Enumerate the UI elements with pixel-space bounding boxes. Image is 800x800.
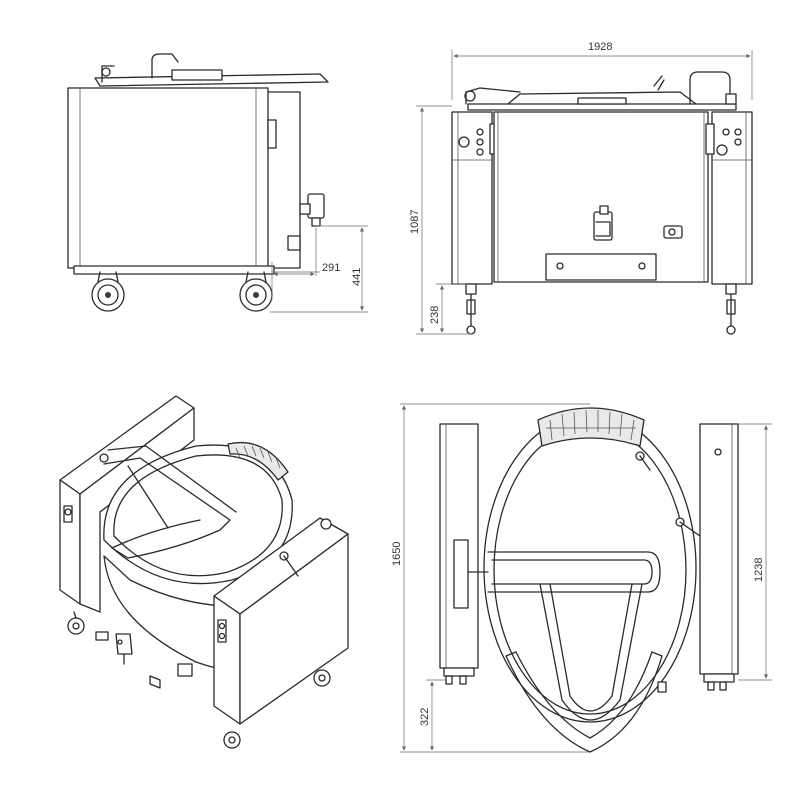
front-small-valve xyxy=(663,225,683,239)
front-lid xyxy=(507,91,697,105)
top-triangle-frame xyxy=(539,583,643,721)
side-view: 291 441 xyxy=(67,53,368,313)
front-handle-bar xyxy=(689,71,731,105)
side-back-panel xyxy=(267,91,301,269)
iso-wheel-front-right xyxy=(313,669,331,687)
iso-lid-vent xyxy=(227,441,289,481)
dim-outlet-height-side: 441 xyxy=(351,268,363,286)
side-bracket xyxy=(287,235,301,251)
top-pouring-lip xyxy=(505,651,663,753)
top-lid-vent xyxy=(537,407,645,447)
front-right-column xyxy=(711,111,753,285)
front-view: 1928 xyxy=(409,41,753,335)
dim-depth-top: 1650 xyxy=(391,542,403,566)
dim-height-top-right: 1238 xyxy=(753,558,765,582)
side-body xyxy=(67,87,269,269)
front-kettle-body xyxy=(493,111,709,283)
side-valve xyxy=(101,65,115,83)
side-handle-bar xyxy=(151,53,179,79)
front-outlet-tap xyxy=(593,205,613,241)
dim-outlet-offset-top: 322 xyxy=(419,708,431,726)
iso-handle-bar xyxy=(103,457,231,559)
iso-wheel-front-left xyxy=(223,731,241,749)
dim-outlet-offset-side: 291 xyxy=(322,262,340,274)
dim-height-front: 1087 xyxy=(409,210,421,234)
isometric-view xyxy=(59,395,349,749)
front-base-plate xyxy=(545,253,657,281)
side-lid-handle xyxy=(171,69,223,81)
dim-width-front: 1928 xyxy=(588,41,612,53)
side-wheel-right xyxy=(239,271,273,312)
iso-outlet-tap xyxy=(115,633,133,655)
top-view: 1650 322 xyxy=(391,403,772,753)
iso-wheel-rear-left xyxy=(67,617,85,635)
dim-leg-height-front: 238 xyxy=(429,306,441,324)
top-handle-bar xyxy=(453,539,661,609)
side-lid-rail xyxy=(94,73,329,87)
iso-kettle-lid xyxy=(103,444,293,585)
side-wheel-left xyxy=(91,271,125,312)
